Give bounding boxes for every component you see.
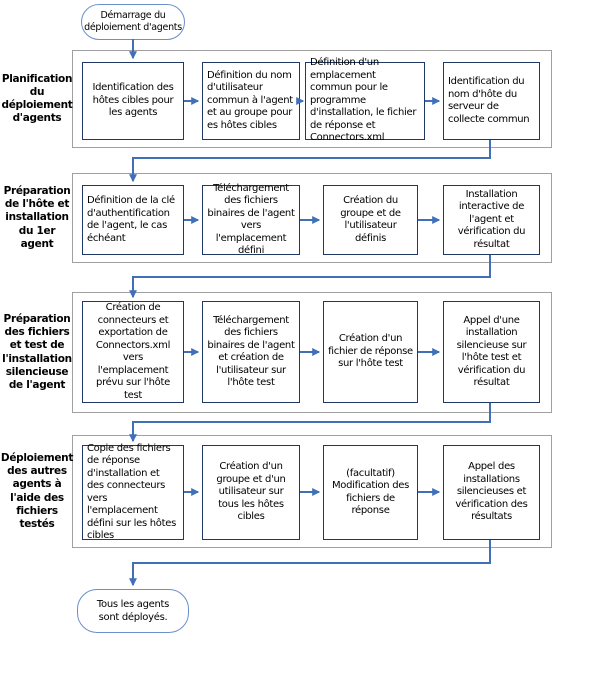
step-box: Définition d'un emplacement commun pour … xyxy=(305,57,425,143)
phase-label-planification: Planification du déploiement d'agents xyxy=(1,72,73,125)
start-terminator: Démarrage du déploiement d'agents xyxy=(81,4,185,40)
step-box: Définition de la clé d'authentification … xyxy=(82,185,184,255)
step-box: Identification des hôtes cibles pour les… xyxy=(82,62,184,140)
step-box: Installation interactive de l'agent et v… xyxy=(443,185,540,255)
step-box: Création de connecteurs et exportation d… xyxy=(82,301,184,403)
phase-label-preparation-hote: Préparation de l'hôte et installation du… xyxy=(3,185,71,250)
phase-label-deploiement: Déploiement des autres agents à l'aide d… xyxy=(0,452,74,530)
step-box: (facultatif) Modification des fichiers d… xyxy=(323,445,418,540)
step-box: Définition du nom d'utilisateur commun à… xyxy=(202,62,300,140)
step-box: Identification du nom d'hôte du serveur … xyxy=(443,62,540,140)
step-box: Appel d'une installation silencieuse sur… xyxy=(443,301,540,403)
step-box: Téléchargement des fichiers binaires de … xyxy=(202,183,300,256)
step-box: Création du groupe et de l'utilisateur d… xyxy=(323,185,418,255)
end-terminator: Tous les agents sont déployés. xyxy=(77,589,189,633)
step-box: Création d'un fichier de réponse sur l'h… xyxy=(323,301,418,403)
phase-label-preparation-fichiers: Préparation des fichiers et test de l'in… xyxy=(2,313,72,391)
step-box: Copie des fichiers de réponse d'installa… xyxy=(82,443,184,541)
step-box: Téléchargement des fichiers binaires de … xyxy=(202,301,300,403)
step-box: Appel des installations silencieuses et … xyxy=(443,445,540,540)
step-box: Création d'un groupe et d'un utilisateur… xyxy=(202,445,300,540)
